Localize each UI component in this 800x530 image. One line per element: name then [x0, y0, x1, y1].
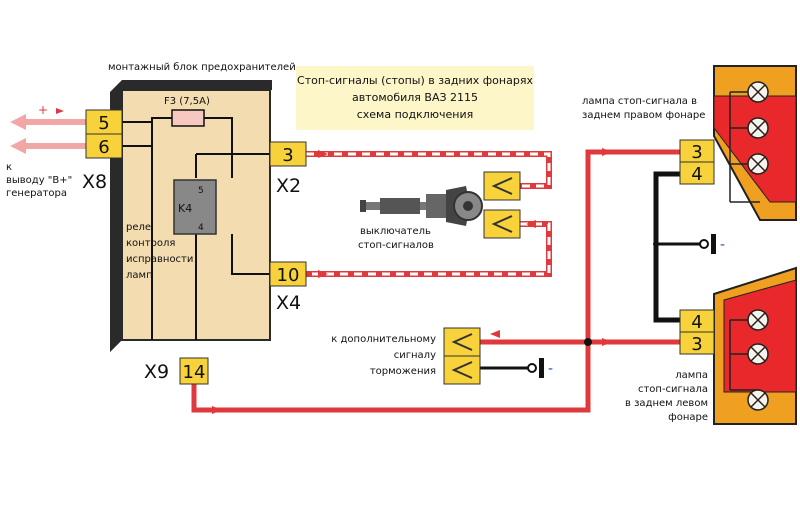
right-lamp-label-1: лампа стоп-сигнала в	[582, 96, 697, 107]
title-line-3: схема подключения	[357, 108, 474, 121]
pin-14	[179, 357, 209, 385]
switch-label-1: выключатель	[360, 226, 431, 237]
left-lamp-pin-3	[679, 331, 715, 355]
right-lamp-label-2: заднем правом фонаре	[582, 110, 705, 121]
relay-k4	[173, 179, 217, 235]
switch-label-2: стоп-сигналов	[358, 240, 434, 251]
connector-x4: X4	[276, 292, 301, 314]
relay-label-2: контроля	[126, 238, 175, 249]
left-lamp-label-3: в заднем левом	[625, 398, 708, 409]
connector-x9: X9	[144, 361, 169, 383]
arrow-1	[318, 150, 328, 158]
relay-label-1: реле	[126, 222, 151, 233]
extra-signal-label-3: торможения	[370, 366, 436, 377]
right-lamp-pin-4	[679, 161, 715, 185]
extra-signal-terminal-1	[443, 327, 481, 357]
left-lamp-label-1: лампа	[675, 370, 708, 381]
relay-label-3: исправности	[126, 254, 193, 265]
extra-ground-sign: -	[548, 361, 553, 377]
generator-label-1: к	[6, 162, 12, 173]
relay-pin-4: 4	[198, 223, 204, 233]
left-tail-light	[713, 266, 797, 425]
fuse-f3	[171, 109, 205, 127]
pin-10	[269, 261, 307, 287]
brake-switch	[360, 186, 483, 226]
left-lamp-label-2: стоп-сигнала	[638, 384, 708, 395]
extra-signal-label-2: сигналу	[394, 350, 436, 361]
svg-text:5: 5	[98, 113, 109, 134]
generator-label-2: выводу "В+"	[6, 175, 72, 186]
connector-x2: X2	[276, 175, 301, 197]
extra-signal-terminal-2	[443, 355, 481, 385]
relay-label-4: ламп	[126, 270, 153, 281]
title-line-1: Стоп-сигналы (стопы) в задних фонарях	[297, 74, 533, 87]
pin-6	[85, 133, 123, 159]
switch-terminal-2	[483, 209, 521, 239]
connector-x8: X8	[82, 171, 107, 193]
pin-5	[85, 109, 123, 135]
wire-x9-to-lamps	[191, 149, 680, 413]
svg-text:3: 3	[282, 145, 293, 166]
title-line-2: автомобиля ВАЗ 2115	[352, 91, 478, 104]
svg-text:14: 14	[183, 362, 206, 383]
svg-text:6: 6	[98, 137, 109, 158]
svg-text:3: 3	[691, 142, 702, 163]
generator-label-3: генератора	[6, 188, 67, 199]
extra-signal-label-1: к дополнительному	[331, 334, 436, 345]
fuse-block-label: монтажный блок предохранителей	[108, 62, 296, 73]
relay-pin-5: 5	[198, 186, 204, 196]
svg-text:3: 3	[691, 334, 702, 355]
svg-text:4: 4	[691, 164, 702, 185]
ground-wire-lamps	[653, 171, 680, 323]
fuse-label: F3 (7,5A)	[164, 96, 210, 107]
generator-plus: +	[38, 103, 48, 117]
left-lamp-label-4: фонаре	[668, 412, 708, 423]
svg-text:4: 4	[691, 312, 702, 333]
ground-mid	[711, 234, 716, 254]
right-tail-light	[713, 65, 797, 221]
svg-text:10: 10	[277, 265, 300, 286]
svg-text:-: -	[720, 237, 725, 253]
switch-terminal-1	[483, 171, 521, 201]
title-box	[296, 66, 534, 130]
relay-name: K4	[178, 202, 192, 215]
wire-junction	[584, 338, 592, 346]
pin-3	[269, 141, 307, 167]
